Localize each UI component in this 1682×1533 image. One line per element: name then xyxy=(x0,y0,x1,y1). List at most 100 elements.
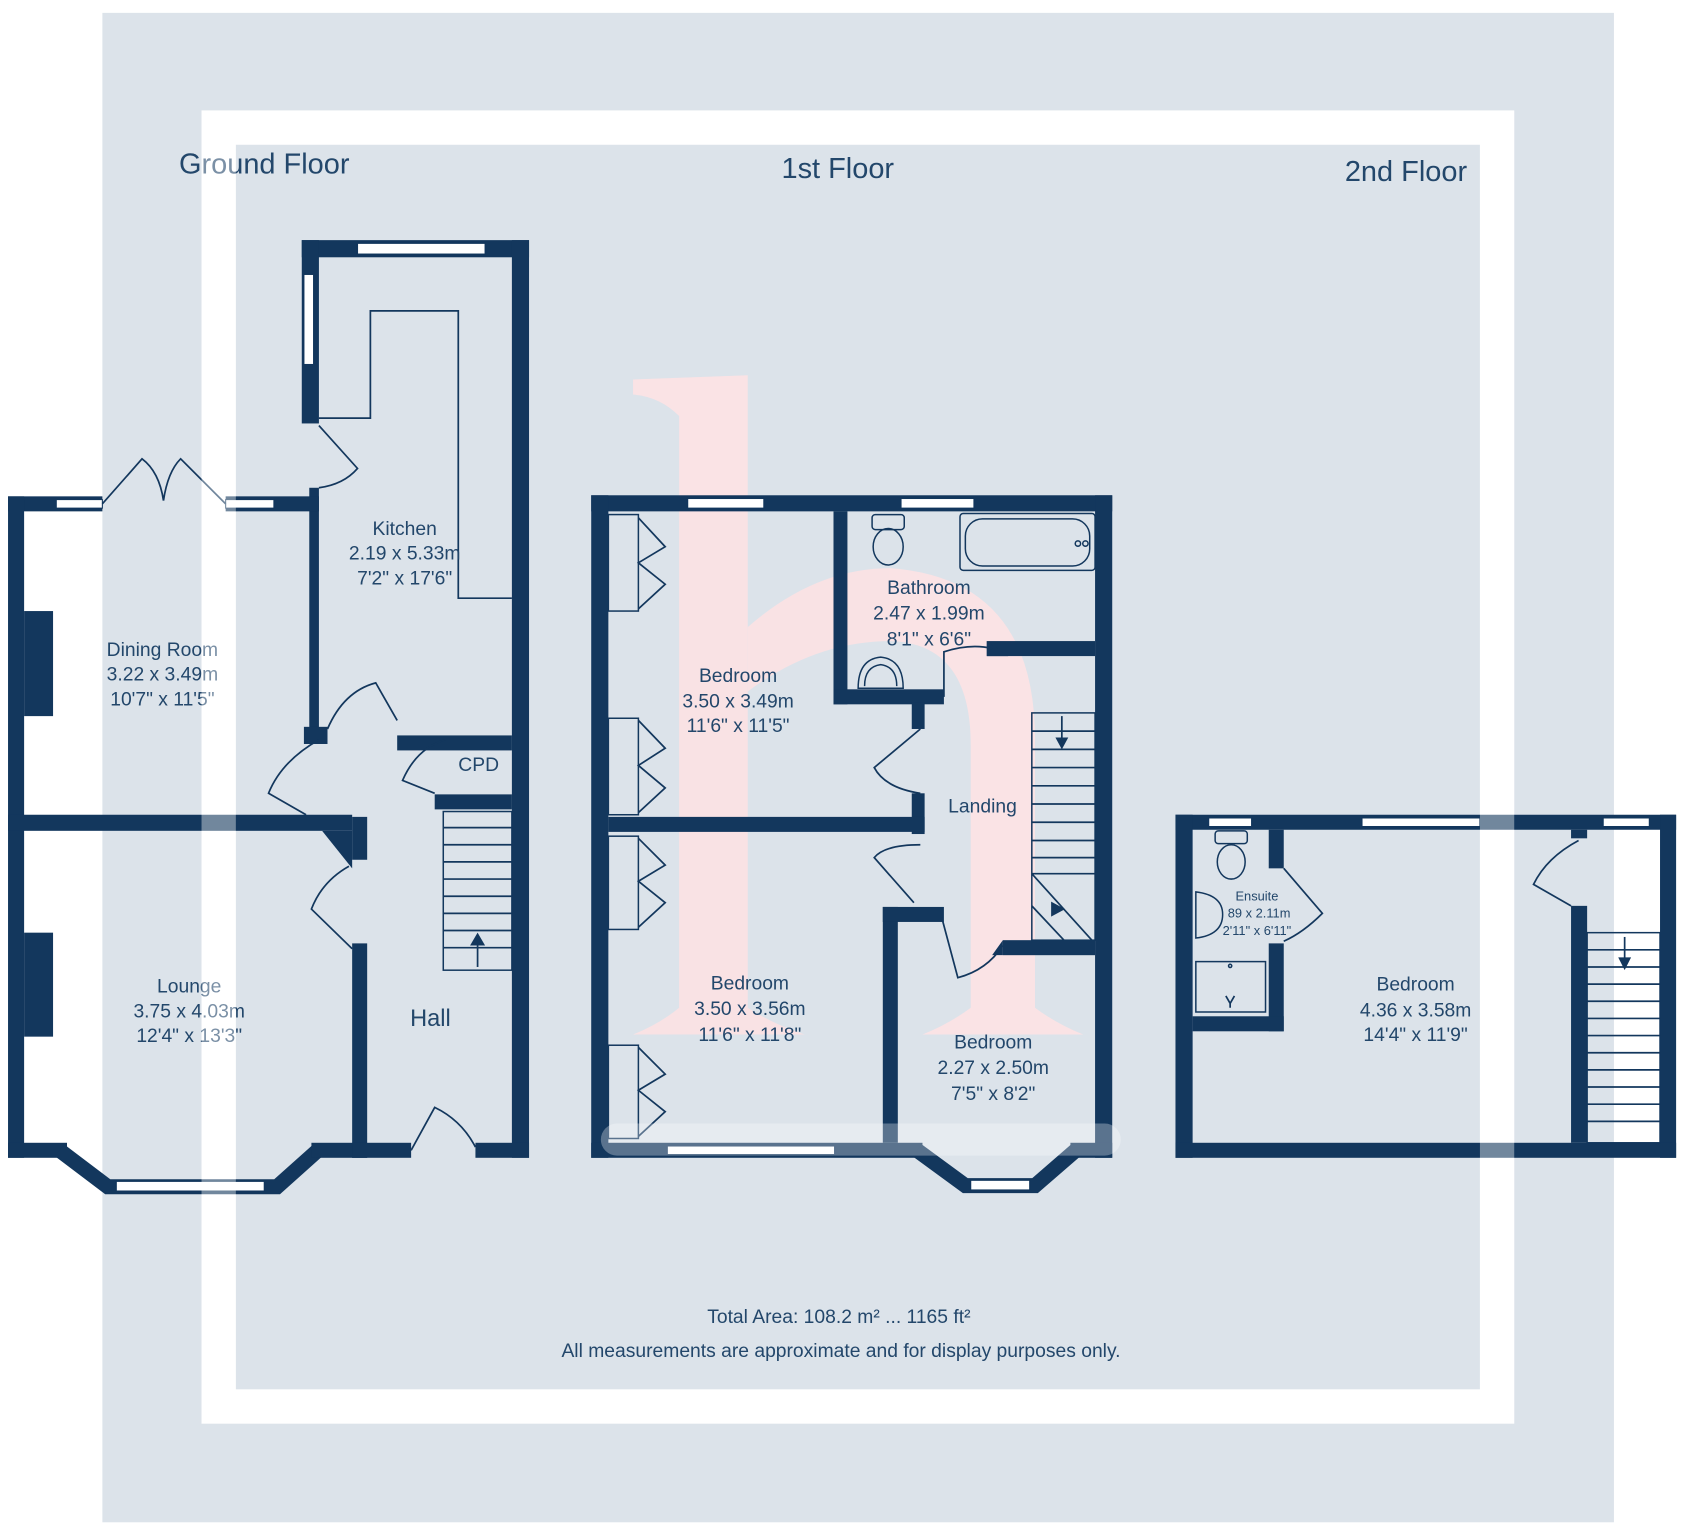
shower-tray xyxy=(1195,960,1267,1013)
ground-floor-title: Ground Floor xyxy=(179,149,350,181)
wall xyxy=(475,1142,530,1158)
toilet-icon xyxy=(1216,844,1246,880)
front-door-swing xyxy=(410,1106,477,1151)
toilet-icon xyxy=(872,527,904,566)
chimney-breast xyxy=(24,611,54,717)
bedroom-1-imperial: 11'6" x 11'5" xyxy=(687,716,790,737)
kitchen-side-window xyxy=(303,273,315,366)
bathroom-metric: 2.47 x 1.99m xyxy=(873,604,984,625)
wall xyxy=(511,240,530,1158)
window xyxy=(1361,817,1481,828)
door-swing xyxy=(1532,839,1579,907)
staircase xyxy=(1586,931,1661,1144)
first-floor-plan: Bathroom 2.47 x 1.99m 8'1" x 6'6" Bedroo… xyxy=(591,495,1113,1194)
attic-bedroom-imperial: 14'4" x 11'9" xyxy=(1363,1025,1467,1046)
logo-stem xyxy=(633,375,805,1035)
staircase xyxy=(442,810,513,971)
kitchen-counter xyxy=(318,310,512,600)
bedroom-1-label: Bedroom xyxy=(699,666,777,687)
wall xyxy=(1660,814,1677,1158)
cpd-label: CPD xyxy=(458,755,499,776)
bay-window xyxy=(970,1179,1031,1191)
dining-room-metric: 3.22 x 3.49m xyxy=(107,665,218,686)
door-swing xyxy=(401,738,446,795)
door-swing xyxy=(318,425,359,489)
attic-bedroom-metric: 4.36 x 3.58m xyxy=(1360,1000,1471,1021)
hall-label: Hall xyxy=(410,1005,451,1031)
bath-tap xyxy=(1081,540,1089,547)
wall xyxy=(1192,1016,1284,1032)
bedroom-2-label: Bedroom xyxy=(711,973,789,994)
wall xyxy=(1268,943,1284,1032)
logo-arch xyxy=(747,568,1084,1035)
dining-room-label: Dining Room xyxy=(107,640,218,661)
door-swing xyxy=(873,843,921,904)
stair-winder xyxy=(1031,873,1093,941)
sink-icon xyxy=(1195,891,1224,939)
door-swing xyxy=(873,728,921,795)
door-swing xyxy=(310,865,353,950)
arrow-up-icon xyxy=(470,932,486,946)
watermark-logo xyxy=(633,375,1084,1035)
watermark-band xyxy=(600,1123,1121,1156)
kitchen-imperial: 7'2" x 17'6" xyxy=(357,568,452,589)
sink-basin xyxy=(863,663,898,687)
wardrobe-doors xyxy=(636,837,667,928)
bedroom-1-metric: 3.50 x 3.49m xyxy=(682,692,793,713)
stair-outline xyxy=(1586,931,1661,1144)
second-floor-plan: Ensuite 89 x 2.11m 2'11" x 6'11" Bedroom… xyxy=(1175,814,1677,1158)
wall xyxy=(1175,814,1193,1158)
door-swing xyxy=(326,681,398,730)
wall xyxy=(1002,940,1096,956)
wall xyxy=(1268,829,1284,869)
landing-label: Landing xyxy=(948,797,1017,818)
wall xyxy=(309,487,319,740)
wall xyxy=(882,906,944,922)
toilet-cistern xyxy=(871,513,906,531)
wall xyxy=(591,495,1113,512)
attic-bedroom-label: Bedroom xyxy=(1376,975,1454,996)
wall xyxy=(1095,495,1113,1158)
window xyxy=(1208,817,1253,828)
arrow-right-icon xyxy=(1051,901,1066,917)
wall xyxy=(591,495,609,1158)
wall xyxy=(8,814,353,831)
wall xyxy=(1070,1142,1113,1158)
lounge-label: Lounge xyxy=(157,977,221,998)
watermark-square xyxy=(102,12,1614,1523)
shower-head xyxy=(1227,963,1233,969)
wall xyxy=(1571,905,1588,1143)
ground-floor-plan: Kitchen 2.19 x 5.33m 7'2" x 17'6" Dining… xyxy=(8,240,530,1195)
kitchen-metric: 2.19 x 5.33m xyxy=(349,544,460,565)
stair-winder xyxy=(1031,905,1065,941)
bath-icon xyxy=(959,512,1096,572)
door-swing xyxy=(267,738,320,816)
wall xyxy=(986,641,1096,657)
wardrobe-doors xyxy=(636,719,667,814)
dining-window xyxy=(55,499,103,509)
wall xyxy=(8,1142,67,1158)
second-floor-title: 2nd Floor xyxy=(1345,156,1468,188)
watermark-frame xyxy=(201,110,1515,1424)
arrow-down-icon xyxy=(1618,957,1632,971)
disclaimer: All measurements are approximate and for… xyxy=(561,1341,1120,1362)
wall xyxy=(1175,1142,1677,1158)
toilet-cistern xyxy=(1214,830,1249,845)
ensuite-label: Ensuite xyxy=(1235,889,1278,904)
kitchen-window xyxy=(356,242,486,255)
wall xyxy=(303,726,328,744)
french-doors xyxy=(101,457,227,505)
total-area: Total Area: 108.2 m² ... 1165 ft² xyxy=(707,1307,971,1328)
wardrobe xyxy=(607,835,640,931)
bedroom-3-label: Bedroom xyxy=(954,1032,1032,1053)
bedroom-3-imperial: 7'5" x 8'2" xyxy=(951,1084,1035,1105)
door-swing xyxy=(1283,867,1324,943)
staircase xyxy=(1031,712,1096,941)
wardrobe-doors xyxy=(636,1046,667,1137)
lounge-metric: 3.75 x 4.03m xyxy=(133,1001,244,1022)
window xyxy=(1602,817,1650,828)
wall xyxy=(1571,829,1588,839)
window xyxy=(666,1145,836,1156)
chimney-breast xyxy=(24,932,54,1037)
ensuite-metric: 89 x 2.11m xyxy=(1228,906,1291,921)
